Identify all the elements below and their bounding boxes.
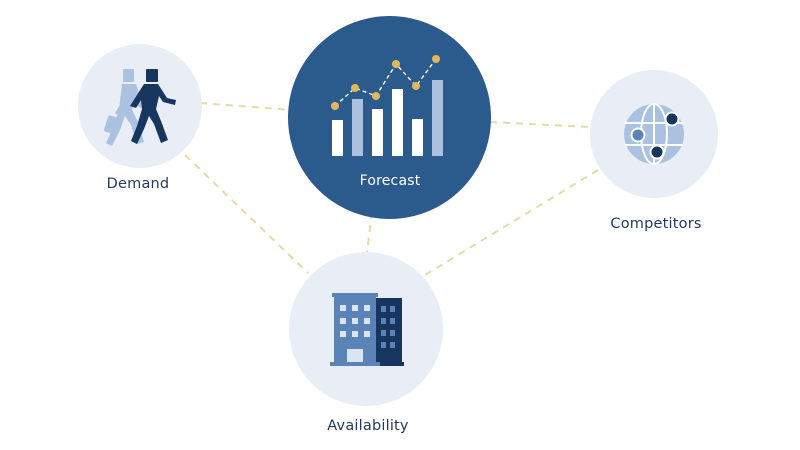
forecast-label: Forecast — [359, 173, 421, 189]
travelers-icon — [103, 69, 176, 146]
icon-bar — [432, 80, 443, 156]
icon-bar — [372, 109, 383, 156]
competitors-label: Competitors — [610, 216, 702, 232]
forecast-node: Forecast — [288, 16, 491, 219]
hotel-building-icon — [330, 293, 404, 366]
competitors-node — [590, 70, 718, 198]
icon-bar — [412, 119, 423, 156]
availability-node — [289, 252, 443, 406]
bar-chart-trend-icon — [331, 55, 443, 156]
icon-bar — [352, 99, 363, 156]
icon-bar — [332, 120, 343, 156]
connector-forecast-availability — [366, 211, 373, 253]
connector-demand-forecast — [199, 102, 293, 111]
demand-label: Demand — [106, 176, 170, 192]
connector-forecast-competitors — [489, 121, 591, 128]
icon-bar — [392, 89, 403, 156]
connector-demand-availability — [184, 154, 309, 274]
availability-label: Availability — [327, 418, 409, 434]
globe-network-icon — [624, 103, 684, 165]
demand-node — [78, 44, 202, 168]
